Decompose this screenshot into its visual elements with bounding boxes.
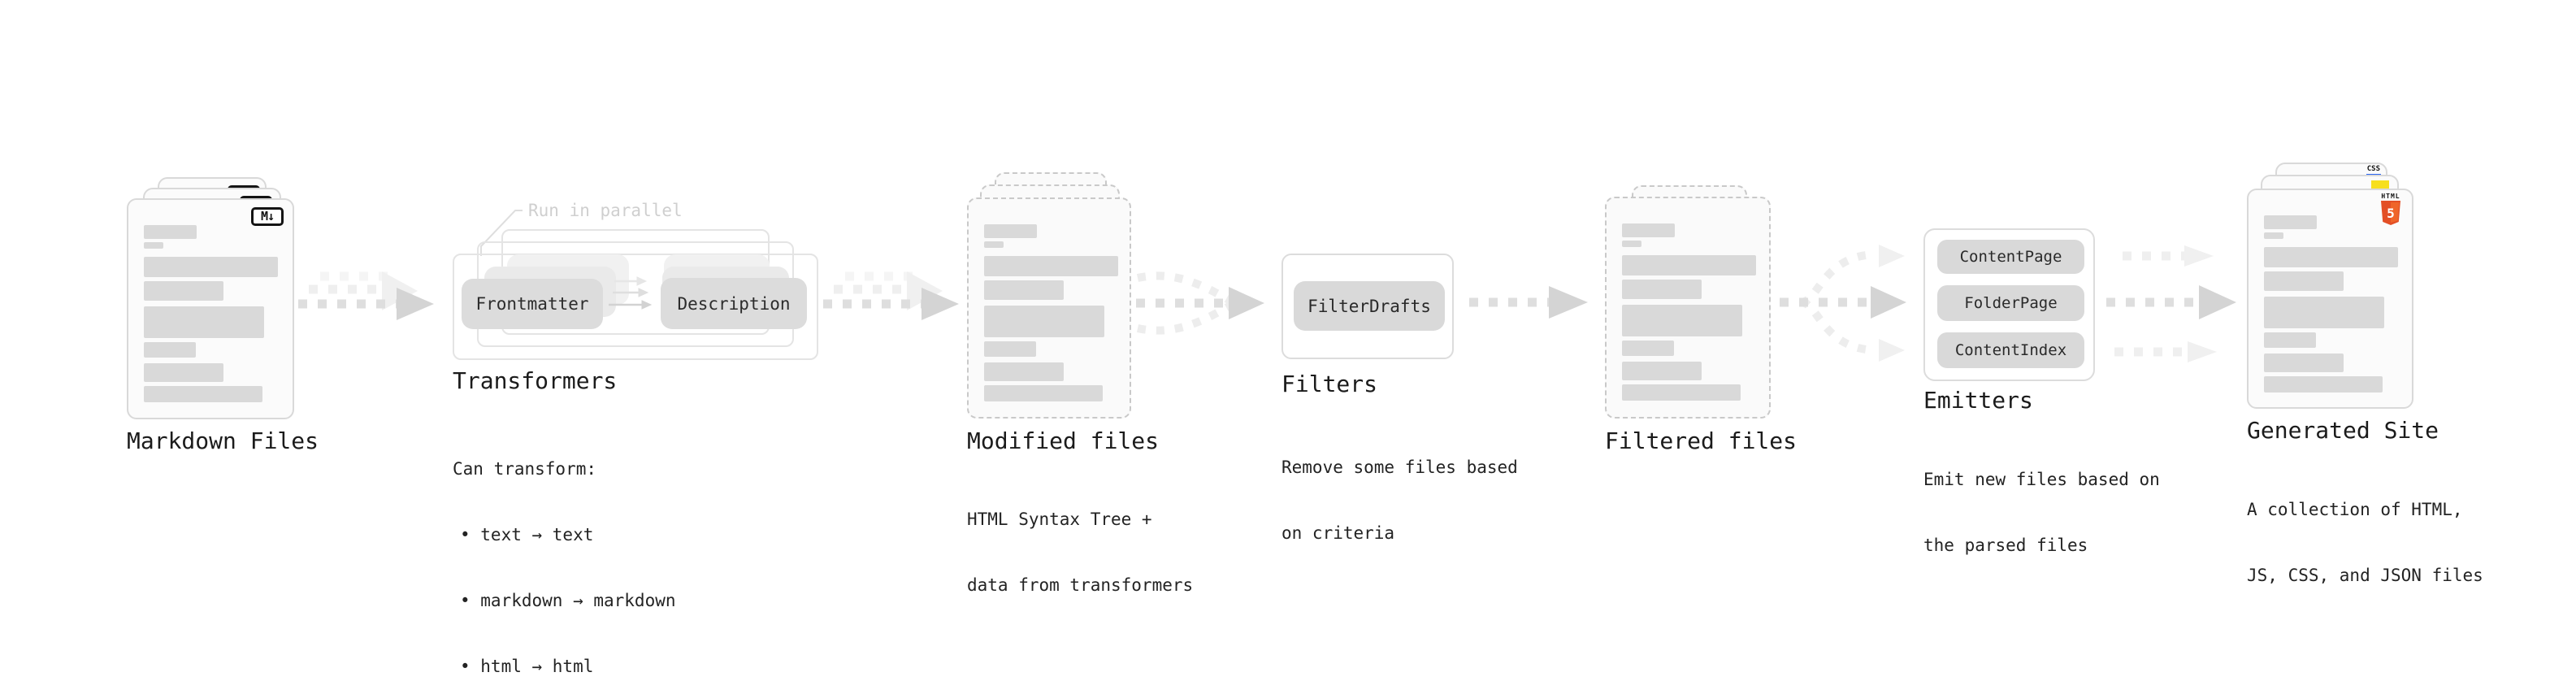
folderpage-pill-label: FolderPage [1964,294,2058,312]
doc-placeholder-bar [144,363,223,382]
frontmatter-pill: Frontmatter [462,279,603,329]
arrow-filtered-to-emitters [1780,245,1906,362]
site-file-card-html: HTML 5 [2247,189,2413,409]
arrow-emitters-to-site [2106,245,2236,362]
html5-shield: 5 [2381,201,2400,225]
arrow-filters-to-filtered [1469,286,1588,319]
doc-placeholder-bar [144,242,163,249]
transform-bullet: • text → text [460,525,594,544]
modified-files-description: HTML Syntax Tree + data from transformer… [967,465,1193,640]
modified-files-title: Modified files [967,427,1160,454]
transformers-description: Can transform: • text → text • markdown … [453,414,676,681]
doc-placeholder-bar [2264,297,2384,328]
transformers-desc-heading: Can transform: [453,459,597,479]
svg-text:5: 5 [2387,206,2395,221]
arrow-modified-to-filters [1136,271,1264,335]
contentpage-pill-label: ContentPage [1959,248,2062,266]
folderpage-pill: FolderPage [1937,285,2084,321]
markdown-file-card: M↓ [127,198,294,419]
filtered-file-card [1605,197,1771,419]
doc-placeholder-bar [984,241,1004,248]
doc-placeholder-bar [1622,305,1742,336]
doc-placeholder-bar [1622,384,1741,401]
doc-placeholder-bar [2264,332,2316,348]
doc-placeholder-bar [144,342,196,358]
js-icon [2371,180,2389,189]
frontmatter-pill-label: Frontmatter [475,294,589,314]
doc-placeholder-bar [984,341,1036,357]
markdown-files-title: Markdown Files [127,427,319,454]
modified-file-card [967,197,1131,419]
doc-placeholder-bar [2264,215,2317,229]
parallel-callout-label: Run in parallel [528,201,683,220]
doc-placeholder-bar [2264,232,2283,239]
site-desc-line: A collection of HTML, [2247,500,2463,519]
filters-desc-line: Remove some files based [1281,458,1518,477]
doc-placeholder-bar [144,257,278,277]
generated-site-title: Generated Site [2247,417,2439,444]
doc-placeholder-bar [144,386,262,402]
doc-placeholder-bar [1622,340,1674,356]
site-desc-line: JS, CSS, and JSON files [2247,566,2483,585]
doc-placeholder-bar [1622,362,1702,380]
doc-placeholder-bar [144,281,223,301]
filterdrafts-pill: FilterDrafts [1294,281,1445,331]
doc-placeholder-bar [144,306,264,338]
html5-icon: HTML 5 [2379,193,2402,228]
filters-desc-line: on criteria [1281,523,1395,543]
parallel-callout-line [480,210,523,256]
doc-placeholder-bar [984,362,1064,381]
arrow-markdown-to-transformers [298,271,434,320]
transform-bullet: • html → html [460,657,594,676]
arrow-transformers-to-modified [823,271,959,320]
filters-title: Filters [1281,371,1378,397]
filters-box: FilterDrafts [1281,254,1454,359]
doc-placeholder-bar [984,256,1118,276]
doc-placeholder-bar [2264,271,2344,291]
contentindex-pill-label: ContentIndex [1954,341,2067,359]
contentindex-pill: ContentIndex [1937,332,2084,368]
doc-placeholder-bar [2264,247,2398,267]
doc-placeholder-bar [984,280,1064,300]
html5-icon-label: HTML [2381,193,2400,200]
doc-placeholder-bar [984,224,1037,238]
doc-placeholder-bar [144,225,197,239]
generated-site-description: A collection of HTML, JS, CSS, and JSON … [2247,455,2483,631]
description-pill-label: Description [677,293,791,314]
transform-flow-arrows [609,276,653,310]
doc-placeholder-bar [984,385,1103,401]
modified-desc-line: HTML Syntax Tree + [967,510,1152,529]
transform-bullet: • markdown → markdown [460,591,676,610]
filtered-files-title: Filtered files [1605,427,1798,454]
transformers-title: Transformers [453,367,618,394]
emitters-desc-line: the parsed files [1923,536,2088,555]
doc-placeholder-bar [2264,354,2344,372]
doc-placeholder-bar [1622,223,1675,237]
transformer-box-front [453,254,818,360]
emitters-description: Emit new files based on the parsed files [1923,425,2160,601]
doc-placeholder-bar [1622,255,1756,275]
doc-placeholder-bar [984,306,1104,337]
description-pill: Description [661,278,807,329]
filters-description: Remove some files based on criteria [1281,413,1518,588]
doc-placeholder-bar [1622,241,1641,247]
markdown-icon: M↓ [251,207,284,226]
emitters-title: Emitters [1923,387,2033,414]
modified-desc-line: data from transformers [967,575,1194,595]
doc-placeholder-bar [1622,280,1702,299]
filterdrafts-pill-label: FilterDrafts [1308,296,1431,316]
contentpage-pill: ContentPage [1937,240,2084,274]
emitters-desc-line: Emit new files based on [1923,470,2160,489]
doc-placeholder-bar [2264,376,2383,393]
emitters-box: ContentPage FolderPage ContentIndex [1923,228,2095,381]
